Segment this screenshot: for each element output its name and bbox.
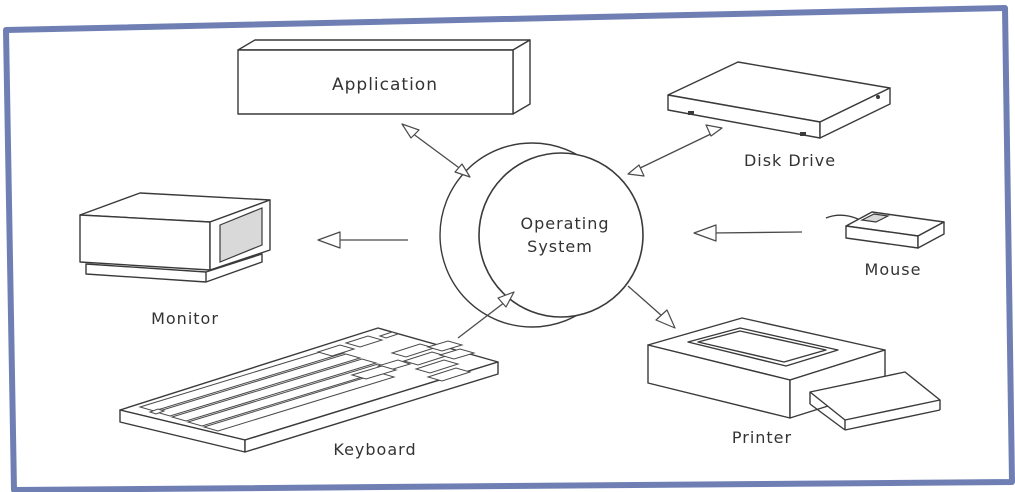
monitor-label: Monitor — [151, 309, 219, 328]
keyboard-icon — [119, 327, 499, 453]
arrow-keyboard-os — [457, 291, 515, 339]
arrow-mouse-os — [693, 224, 803, 242]
application-label: Application — [332, 75, 438, 95]
disk-drive-icon — [667, 61, 891, 139]
arrow-os-monitor — [317, 231, 408, 249]
disk-drive-label: Disk Drive — [744, 151, 836, 170]
keyboard-label: Keyboard — [333, 440, 416, 459]
monitor-icon — [79, 192, 271, 283]
os-label-line1: Operating — [521, 214, 610, 233]
arrow-disk-drive-os — [627, 124, 723, 177]
printer-label: Printer — [732, 428, 792, 447]
mouse-label: Mouse — [865, 260, 922, 279]
arrow-os-printer — [627, 285, 676, 329]
application-box-icon — [237, 39, 531, 115]
arrow-application-os — [401, 123, 471, 178]
operating-system-icon — [439, 142, 644, 328]
os-label-line2: System — [527, 237, 593, 256]
mouse-icon — [825, 211, 945, 249]
printer-icon — [647, 317, 941, 431]
